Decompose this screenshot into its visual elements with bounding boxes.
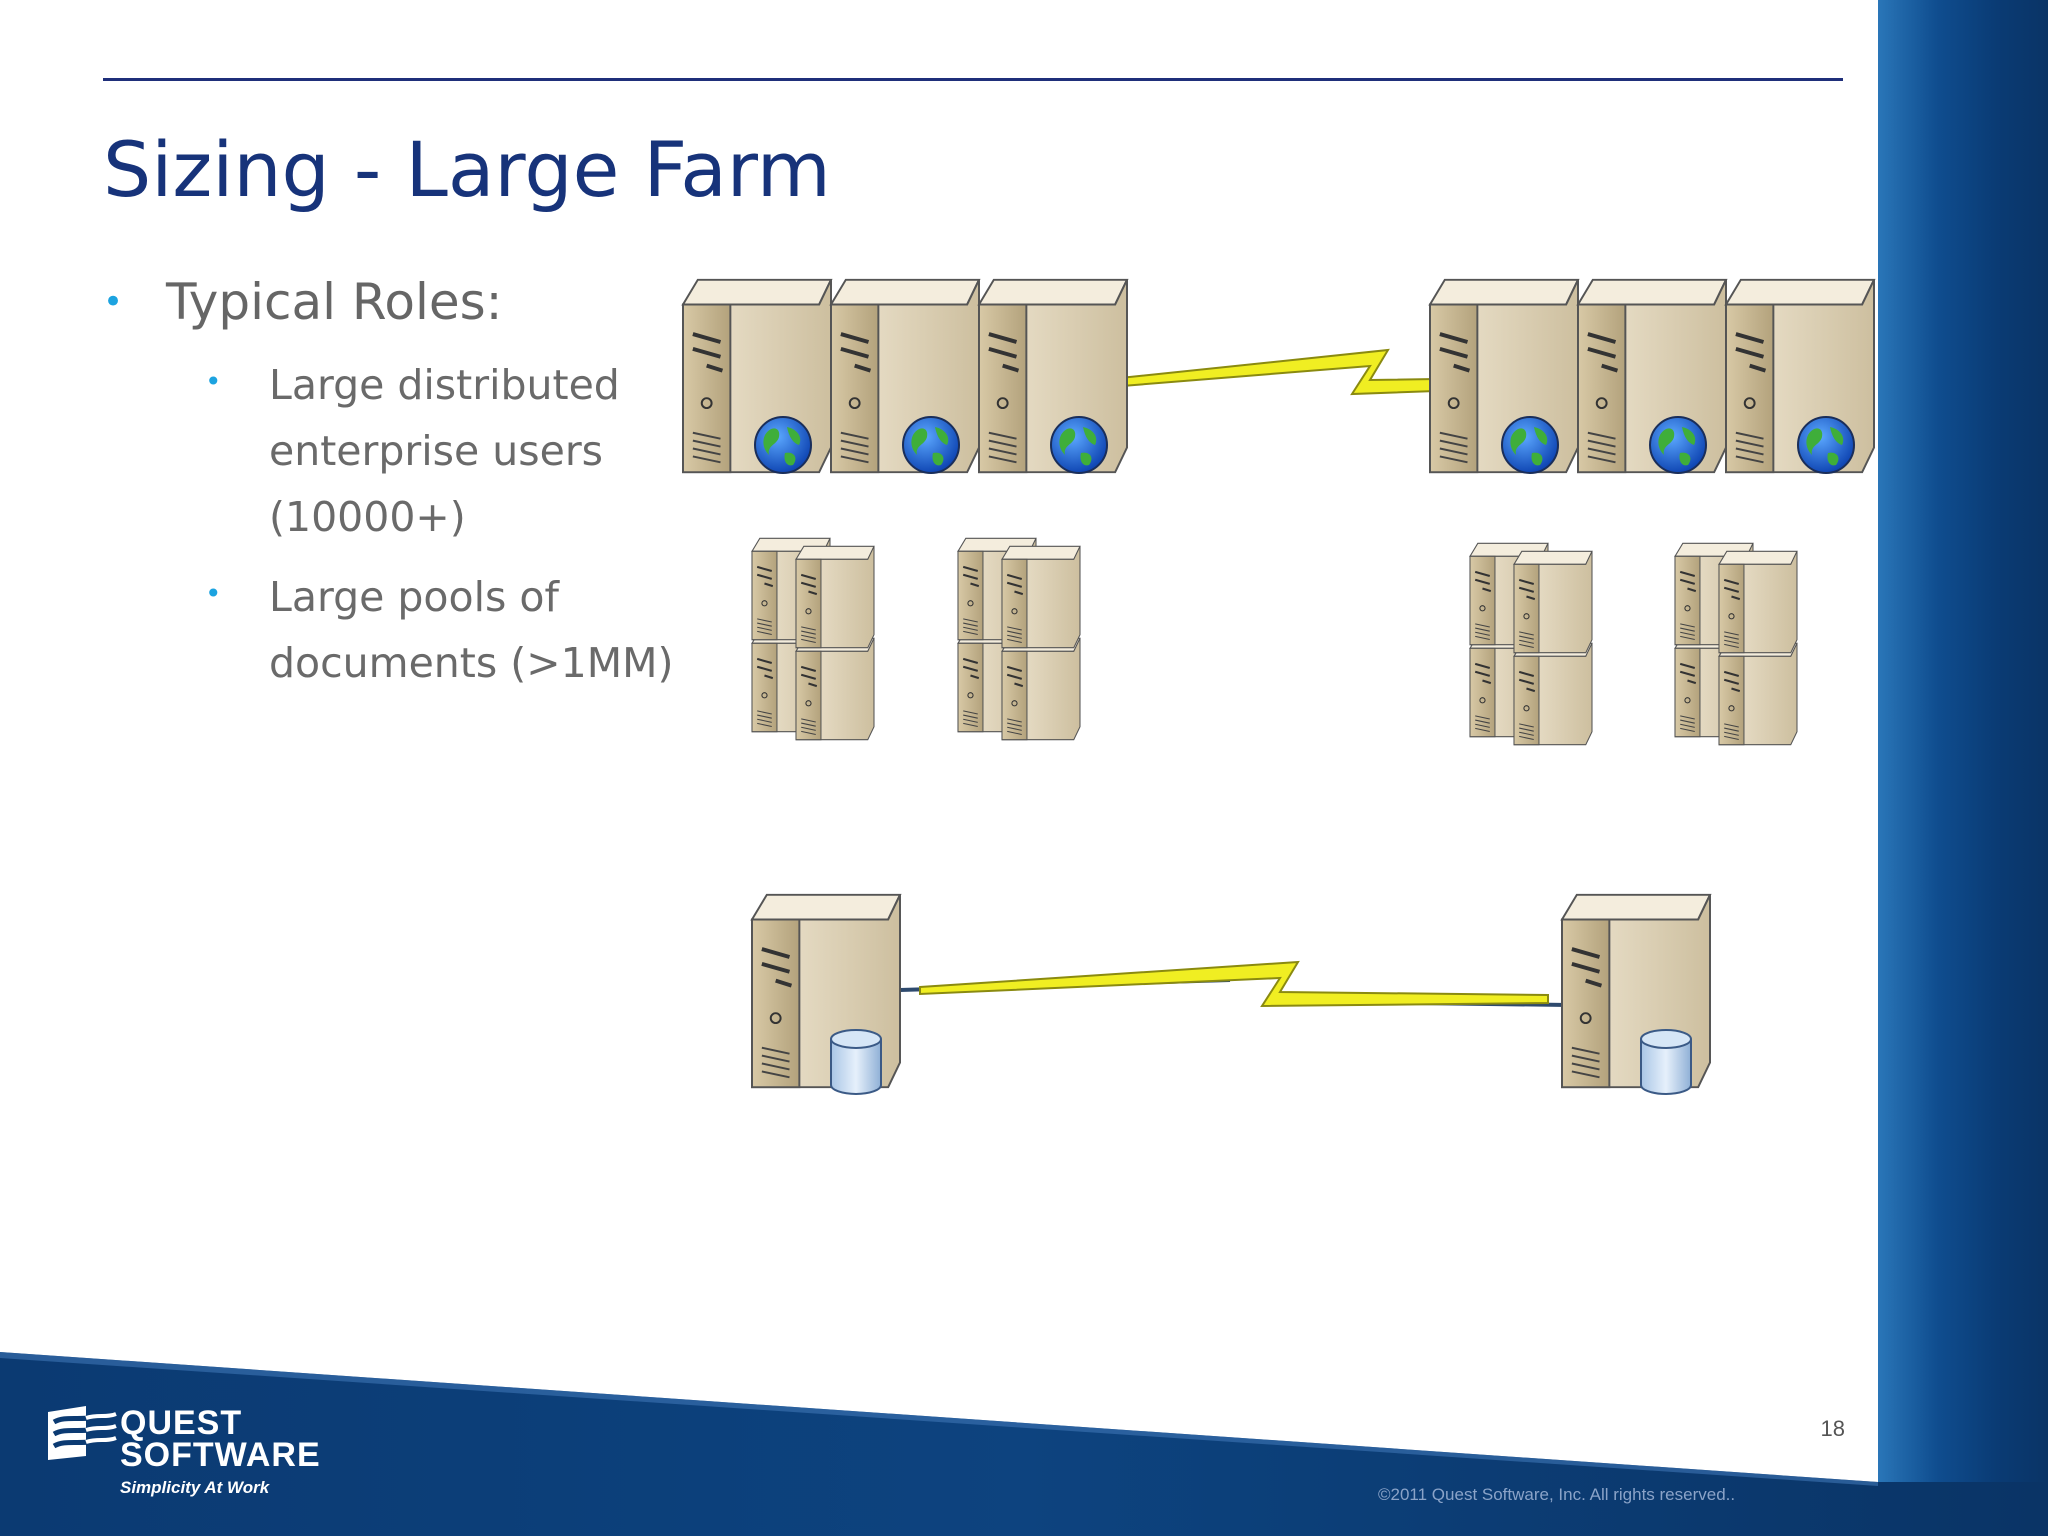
web-server [683,280,831,473]
lightning-bolt-icon [919,960,1549,1008]
bullet-distributed-users: • Large distributed enterprise users (10… [103,352,739,550]
logo-tagline: Simplicity At Work [120,1478,270,1497]
bullet-list: • Typical Roles: • Large distributed ent… [103,272,673,710]
server-icon [794,545,876,649]
bullet-text: Large pools of documents (>1MM) [269,573,674,687]
web-server [1430,280,1578,473]
globe-icon [1050,416,1108,474]
globe-icon [902,416,960,474]
quest-software-logo: QUEST SOFTWARE Simplicity At Work [46,1404,376,1504]
server-icon [1717,642,1799,746]
slide-title: Sizing - Large Farm [103,125,831,214]
db-server-right [1562,895,1710,1095]
app-cluster-right-2 [1673,542,1799,746]
globe-icon [1649,416,1707,474]
globe-icon [1501,416,1559,474]
bullet-text: Large distributed enterprise users (1000… [269,361,620,541]
app-cluster-left-1 [750,537,876,741]
web-server [831,280,979,473]
bullet-typical-roles: • Typical Roles: [103,272,663,332]
logo-mark-icon [48,1406,117,1460]
globe-icon [754,416,812,474]
database-icon [830,1029,882,1095]
web-server [1726,280,1874,473]
bullet-text: Typical Roles: [166,273,503,331]
bullet-dot: • [205,577,222,610]
web-server-row-left [683,280,1127,473]
globe-icon [1797,416,1855,474]
logo-wordmark-line1: QUEST [120,1404,243,1442]
server-icon [1000,545,1082,649]
server-icon [1000,637,1082,741]
title-rule [103,78,1843,81]
server-icon [1512,642,1594,746]
web-server [1578,280,1726,473]
web-server [979,280,1127,473]
copyright-notice: ©2011 Quest Software, Inc. All rights re… [1378,1485,1736,1504]
right-accent-bar [1878,0,2048,1536]
bullet-dot: • [205,365,222,398]
bullet-document-pools: • Large pools of documents (>1MM) [103,564,739,696]
bullet-dot: • [103,282,124,322]
server-icon [1717,550,1799,654]
db-server-left [752,895,900,1095]
database-icon [1640,1029,1692,1095]
server-icon [794,637,876,741]
app-cluster-right-1 [1468,542,1594,746]
server-icon [1512,550,1594,654]
app-cluster-left-2 [956,537,1082,741]
wan-link-db [899,960,1569,1008]
logo-wordmark-line2: SOFTWARE [120,1436,321,1474]
page-number: 18 [1820,1416,1845,1441]
web-server-row-right [1430,280,1874,473]
